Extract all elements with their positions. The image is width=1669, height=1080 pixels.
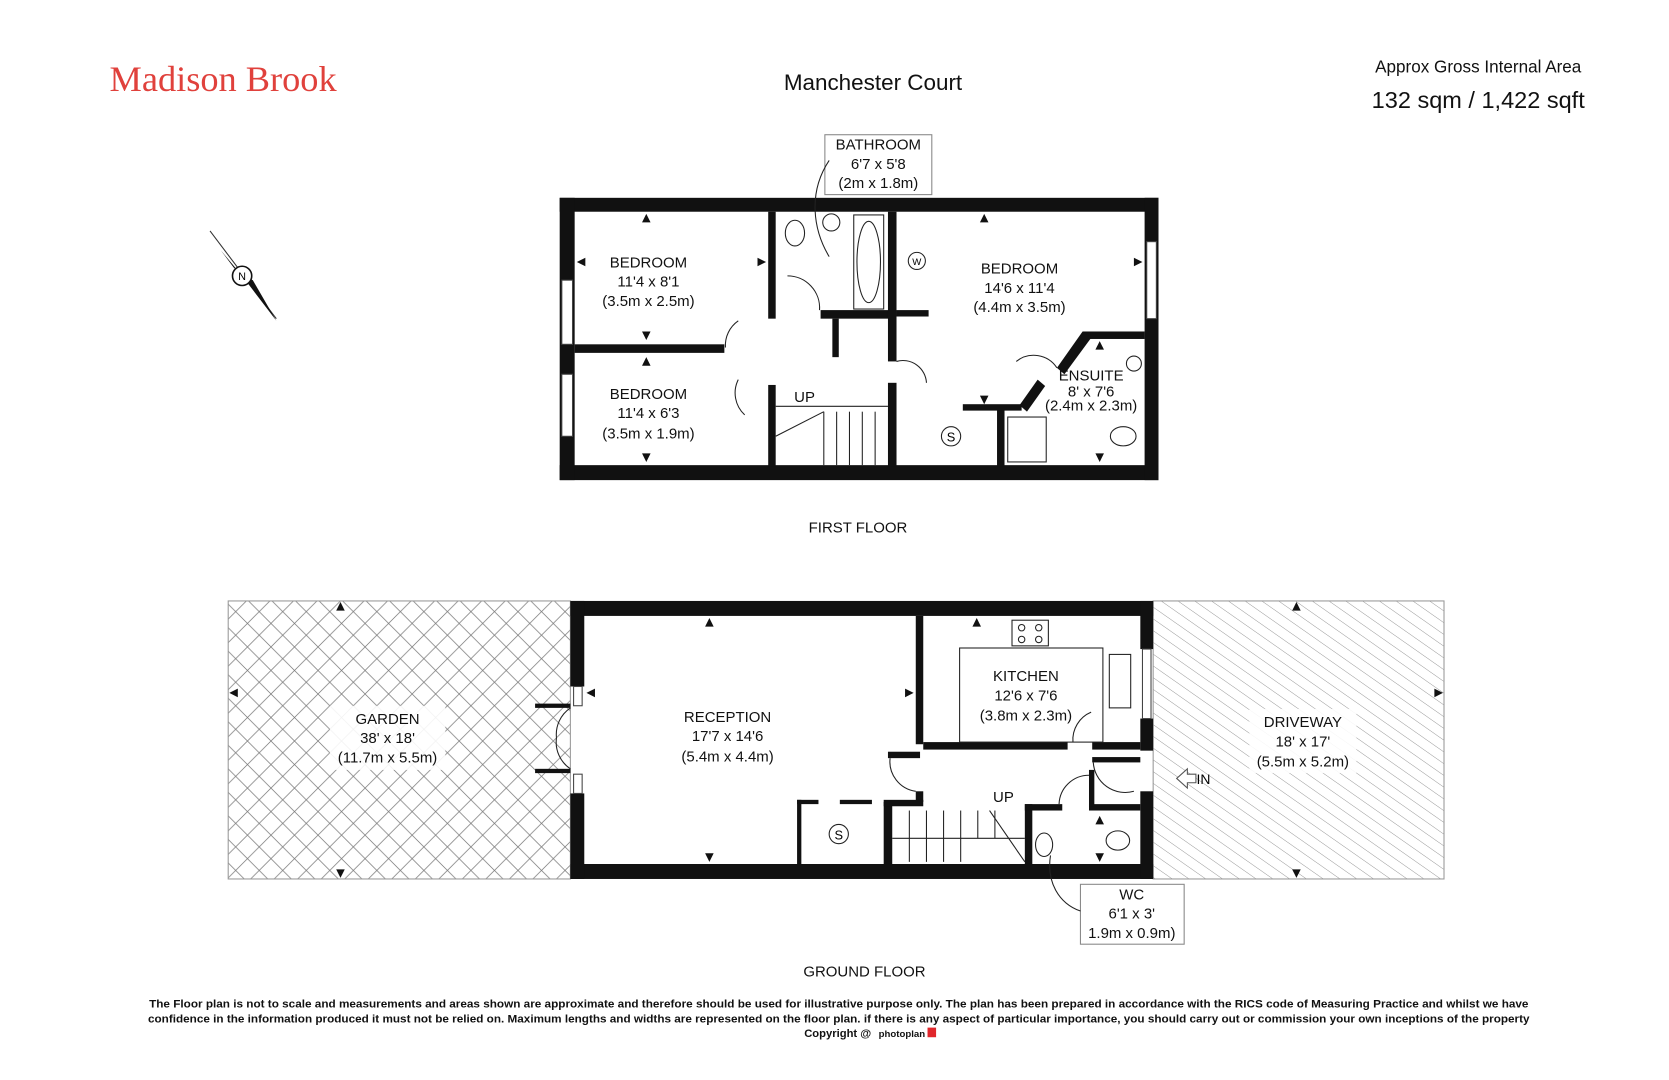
disclaimer: The Floor plan is not to scale and measu… bbox=[148, 998, 1530, 1040]
entrance-arrow-icon: IN bbox=[1175, 767, 1210, 790]
room-size-imperial: 14'6 x 11'4 bbox=[984, 280, 1054, 297]
wardrobe-label: W bbox=[912, 257, 922, 268]
room-name: BATHROOM bbox=[836, 137, 921, 154]
room-size-imperial: 12'6 x 7'6 bbox=[994, 687, 1057, 704]
room-bedroom-main: BEDROOM 14'6 x 11'4 (4.4m x 3.5m) bbox=[973, 261, 1065, 316]
room-bedroom-1: BEDROOM 11'4 x 8'1 (3.5m x 2.5m) bbox=[602, 254, 694, 309]
room-name: DRIVEWAY bbox=[1264, 714, 1342, 731]
first-floor-stairs bbox=[775, 405, 888, 466]
room-name: ENSUITE bbox=[1059, 368, 1124, 385]
room-reception: RECEPTION 17'7 x 14'6 (5.4m x 4.4m) bbox=[681, 709, 773, 766]
area-label: Approx Gross Internal Area bbox=[1375, 58, 1582, 77]
room-ensuite: ENSUITE 8' x 7'6 (2.4m x 2.3m) bbox=[1045, 368, 1137, 415]
room-size-metric: (3.5m x 2.5m) bbox=[602, 293, 694, 310]
room-size-metric: (5.4m x 4.4m) bbox=[681, 748, 773, 765]
ground-floor-title: GROUND FLOOR bbox=[803, 963, 925, 980]
room-size-imperial: 11'4 x 6'3 bbox=[617, 405, 679, 422]
room-size-metric: (3.8m x 2.3m) bbox=[980, 708, 1072, 725]
room-size-imperial: 6'1 x 3' bbox=[1109, 906, 1156, 923]
room-name: BEDROOM bbox=[981, 261, 1058, 278]
room-size-metric: (2m x 1.8m) bbox=[838, 175, 918, 192]
first-floor-plan: W S UP BEDROOM 11'4 x 8'1 (3.5m x 2.5m) … bbox=[559, 134, 1159, 537]
room-size-metric: (2.4m x 2.3m) bbox=[1045, 398, 1137, 415]
room-name: GARDEN bbox=[356, 711, 420, 728]
room-garden: GARDEN 38' x 18' (11.7m x 5.5m) bbox=[329, 705, 446, 770]
photoplan-logo: photoplan bbox=[879, 1029, 926, 1040]
room-name: KITCHEN bbox=[993, 668, 1059, 685]
room-wc: WC 6'1 x 3' 1.9m x 0.9m) bbox=[1049, 855, 1185, 945]
room-size-imperial: 38' x 18' bbox=[360, 730, 415, 747]
room-size-imperial: 11'4 x 8'1 bbox=[617, 274, 679, 291]
room-size-metric: (4.4m x 3.5m) bbox=[973, 299, 1065, 316]
first-floor-stairs-label: UP bbox=[794, 389, 815, 406]
ground-floor-plan: S UP IN GARDEN 38' x 18' (11.7m x 5.5m) … bbox=[227, 600, 1445, 980]
room-name: WC bbox=[1119, 886, 1144, 903]
ground-floor-stairs-label: UP bbox=[993, 789, 1014, 806]
room-size-metric: 1.9m x 0.9m) bbox=[1088, 925, 1175, 942]
room-bathroom: BATHROOM 6'7 x 5'8 (2m x 1.8m) bbox=[814, 134, 933, 257]
compass-north-label: N bbox=[238, 271, 246, 283]
room-name: BEDROOM bbox=[610, 386, 687, 403]
property-name: Manchester Court bbox=[784, 70, 963, 95]
room-name: BEDROOM bbox=[610, 254, 687, 271]
room-size-imperial: 17'7 x 14'6 bbox=[692, 728, 763, 745]
copyright-text: Copyright @ bbox=[804, 1028, 871, 1040]
entrance-label: IN bbox=[1196, 771, 1210, 787]
ground-floor-stairs bbox=[892, 810, 1026, 863]
area-value: 132 sqm / 1,422 sqft bbox=[1372, 87, 1586, 113]
room-driveway: DRIVEWAY 18' x 17' (5.5m x 5.2m) bbox=[1249, 708, 1357, 774]
room-size-imperial: 8' x 7'6 bbox=[1068, 384, 1115, 401]
room-bedroom-2: BEDROOM 11'4 x 6'3 (3.5m x 1.9m) bbox=[602, 386, 694, 443]
photoplan-logo-icon bbox=[927, 1027, 937, 1038]
disclaimer-line-1: The Floor plan is not to scale and measu… bbox=[149, 998, 1528, 1010]
room-name: RECEPTION bbox=[684, 709, 771, 726]
room-kitchen: KITCHEN 12'6 x 7'6 (3.8m x 2.3m) bbox=[980, 668, 1072, 725]
ground-floor-storage-label: S bbox=[834, 827, 843, 842]
compass-icon: N bbox=[209, 230, 277, 321]
room-size-metric: (5.5m x 5.2m) bbox=[1257, 754, 1349, 771]
room-size-metric: (11.7m x 5.5m) bbox=[338, 749, 438, 766]
dimension-arrows bbox=[229, 602, 1443, 878]
dimension-arrows bbox=[576, 213, 1143, 462]
first-floor-storage-label: S bbox=[947, 430, 956, 445]
first-floor-title: FIRST FLOOR bbox=[809, 520, 908, 537]
disclaimer-line-2: confidence in the information produced i… bbox=[148, 1013, 1530, 1025]
room-size-imperial: 18' x 17' bbox=[1275, 733, 1330, 750]
brand-logo: Madison Brook bbox=[110, 59, 338, 99]
room-size-metric: (3.5m x 1.9m) bbox=[602, 425, 694, 442]
room-size-imperial: 6'7 x 5'8 bbox=[851, 156, 906, 173]
